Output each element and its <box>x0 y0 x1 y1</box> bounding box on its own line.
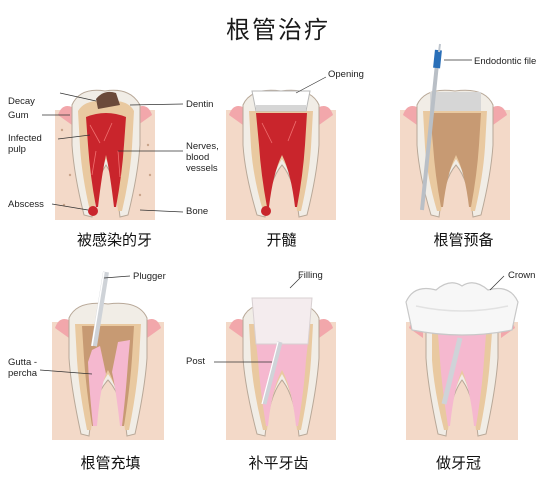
label-filling: Filling <box>298 270 323 281</box>
caption-step-2: 开髓 <box>266 231 297 249</box>
restore-tooth-illustration <box>214 275 336 440</box>
leader-line-plugger <box>103 275 131 279</box>
caption-step-3: 根管预备 <box>433 231 494 249</box>
leader-line-crown <box>489 275 505 291</box>
leader-line-opening <box>295 76 327 94</box>
crown-illustration <box>405 275 519 440</box>
leader-line-dentin <box>129 103 184 106</box>
label-post: Post <box>186 356 206 367</box>
leader-line-abscess <box>51 203 89 211</box>
caption-step-5: 补平牙齿 <box>248 454 309 472</box>
label-decay: Decay <box>8 96 35 107</box>
label-nerves: Nerves, blood vessels <box>186 141 219 174</box>
opening-tooth-illustration <box>226 76 336 220</box>
label-dentin: Dentin <box>186 99 214 110</box>
canal-preparation-illustration <box>400 43 510 220</box>
label-plugger: Plugger <box>133 271 166 282</box>
label-opening: Opening <box>328 69 364 80</box>
canal-filling-illustration <box>39 271 164 440</box>
label-gutta-percha: Gutta - percha <box>8 357 38 379</box>
leader-line-filling <box>289 275 303 289</box>
leader-line-infected-pulp <box>57 134 91 140</box>
infected-tooth-illustration <box>42 89 184 220</box>
caption-step-1: 被感染的牙 <box>76 231 152 249</box>
label-crown: Crown <box>508 270 536 281</box>
caption-step-6: 做牙冠 <box>435 454 481 472</box>
label-infected-pulp: Infected pulp <box>8 133 42 155</box>
label-bone: Bone <box>186 206 209 217</box>
label-abscess: Abscess <box>8 199 44 210</box>
leader-line-bone <box>139 209 184 213</box>
leader-line-gutta-percha <box>39 369 93 375</box>
page-title: 根管治疗 <box>226 16 330 44</box>
label-endodontic-file: Endodontic file <box>474 56 537 67</box>
label-gum: Gum <box>8 110 29 121</box>
caption-step-4: 根管充填 <box>80 454 141 472</box>
leader-line-decay <box>59 92 97 102</box>
